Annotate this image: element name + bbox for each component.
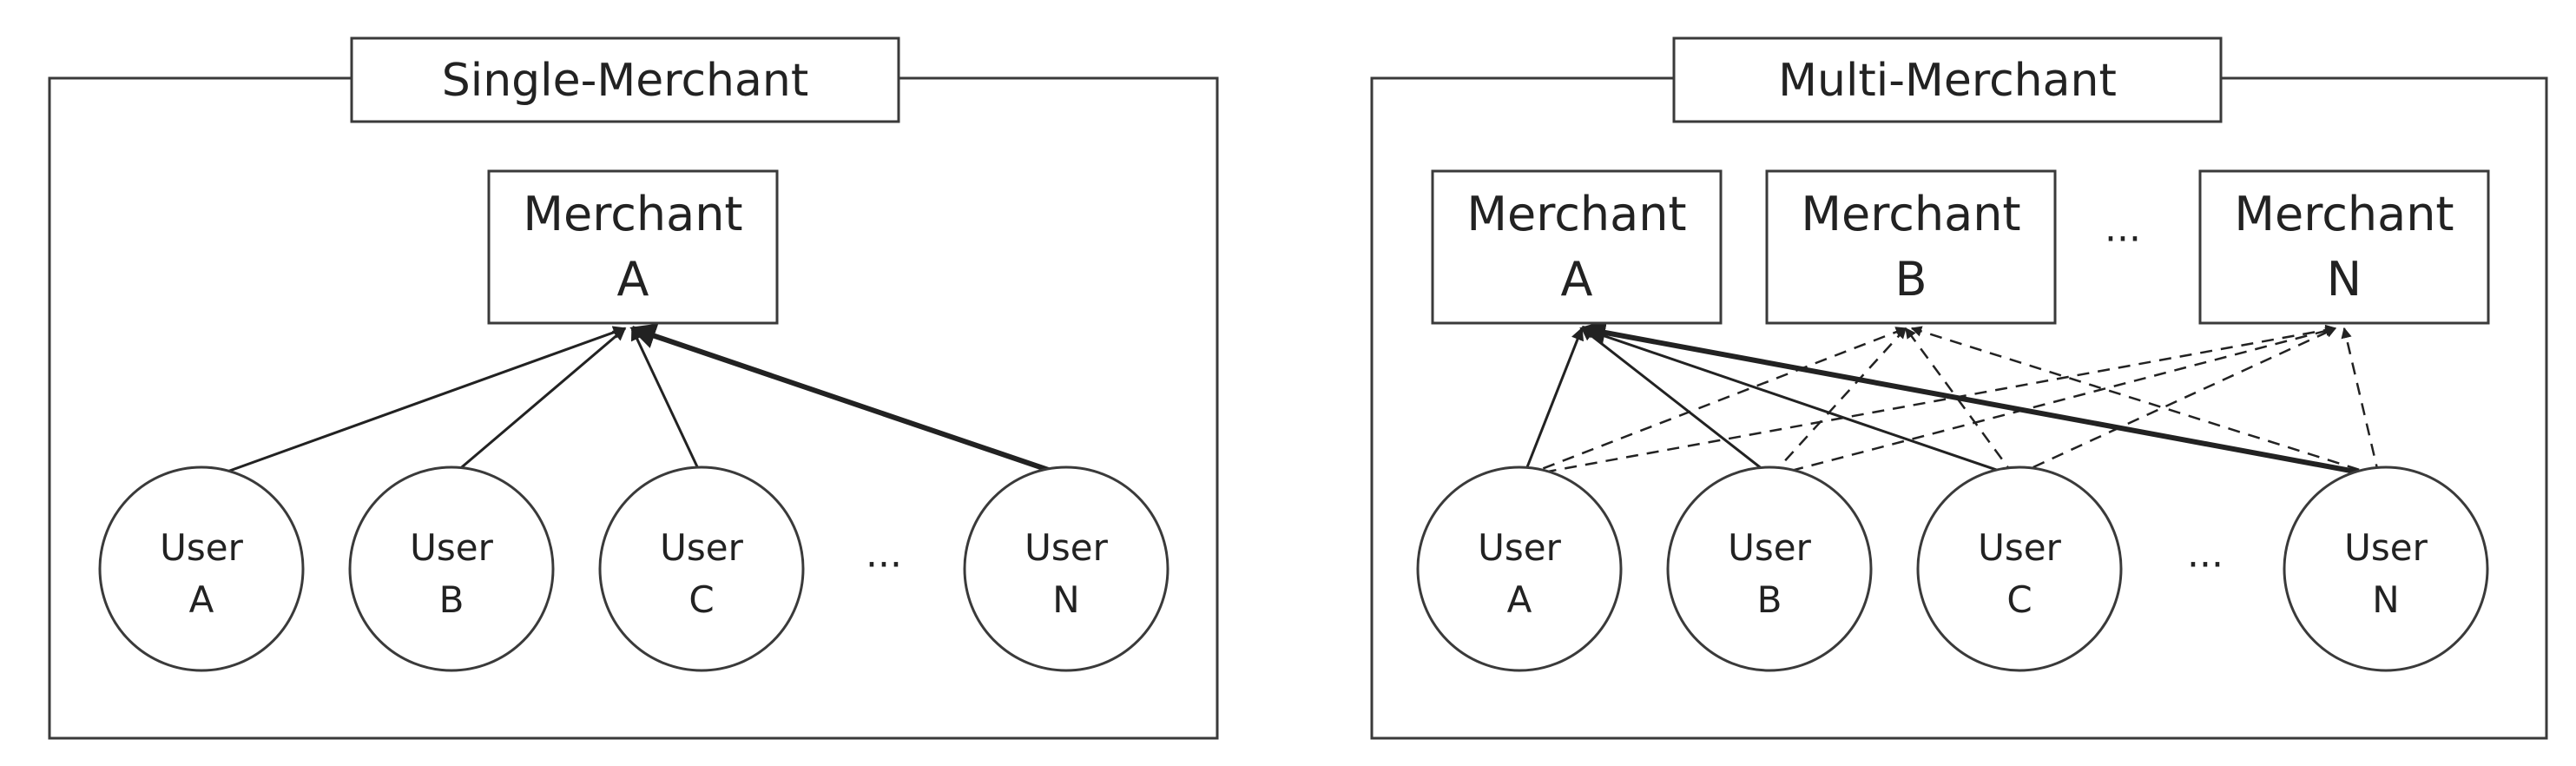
- user-label: User: [160, 526, 243, 569]
- panel-title: Multi-Merchant: [1778, 55, 2117, 107]
- merchant-box: [2198, 169, 2490, 325]
- user-id: B: [439, 578, 464, 621]
- user-label: User: [660, 526, 743, 569]
- user-id: N: [1052, 578, 1079, 621]
- edge-user-n-merchant-a: [1579, 320, 2380, 479]
- panel-title-box: [350, 36, 900, 123]
- user-id: A: [1507, 578, 1532, 621]
- user-node-n: User N: [2283, 466, 2489, 672]
- merchant-id: A: [1561, 252, 1593, 307]
- user-id: N: [2372, 578, 2399, 621]
- single-merchant-panel: Single-Merchant Merchant A User A User B: [48, 36, 1219, 740]
- edge-user-b-merchant-a: [1580, 327, 1772, 478]
- merchant-box: [1765, 169, 2057, 325]
- merchant-node-a: Merchant A: [1431, 169, 1723, 325]
- edge-user-b-merchant-a: [451, 327, 627, 478]
- merchant-box: [487, 169, 779, 325]
- merchant-id: B: [1894, 252, 1927, 307]
- merchant-node-n: Merchant N: [2198, 169, 2490, 325]
- merchant-label: Merchant: [1466, 187, 1686, 241]
- user-label: User: [410, 526, 493, 569]
- panel-title: Single-Merchant: [442, 55, 808, 107]
- user-circle: [98, 466, 305, 672]
- panel-title-box: [1672, 36, 2223, 123]
- user-circle: [2283, 466, 2489, 672]
- user-id: C: [2006, 578, 2032, 621]
- multi-merchant-panel: Multi-Merchant Merchant A: [1370, 36, 2548, 740]
- connections: [214, 323, 1067, 479]
- edge-user-a-merchant-b: [1523, 327, 1907, 478]
- edge-user-c-merchant-b: [1904, 327, 2016, 477]
- edge-user-b-merchant-b: [1770, 327, 1907, 477]
- user-label: User: [2344, 526, 2428, 569]
- edge-user-a-merchant-a: [1522, 327, 1584, 477]
- user-circle: [348, 466, 555, 672]
- user-node-a: User A: [1416, 466, 1623, 672]
- user-circle: [598, 466, 805, 672]
- user-ellipsis: ···: [2187, 543, 2224, 587]
- user-node-c: User C: [1916, 466, 2123, 672]
- user-id: C: [688, 578, 714, 621]
- user-label: User: [1728, 526, 1811, 569]
- user-node-b: User B: [348, 466, 555, 672]
- merchant-label: Merchant: [523, 187, 742, 241]
- user-label: User: [1978, 526, 2061, 569]
- merchant-label: Merchant: [1801, 187, 2020, 241]
- user-id: A: [189, 578, 214, 621]
- user-ellipsis: ···: [866, 543, 902, 587]
- edge-user-a-merchant-a: [214, 326, 627, 478]
- merchant-node-b: Merchant B: [1765, 169, 2057, 325]
- merchant-box: [1431, 169, 1723, 325]
- connections: [1522, 320, 2381, 479]
- user-id: B: [1757, 578, 1782, 621]
- merchant-id: A: [617, 252, 649, 307]
- merchant-id: N: [2327, 252, 2362, 307]
- user-label: User: [1478, 526, 1561, 569]
- edge-user-c-merchant-n: [2013, 327, 2337, 478]
- user-node-c: User C: [598, 466, 805, 672]
- user-circle: [1416, 466, 1623, 672]
- user-circle: [963, 466, 1169, 672]
- user-circle: [1666, 466, 1873, 672]
- edge-user-c-merchant-a: [630, 327, 703, 477]
- edge-user-n-merchant-a: [629, 323, 1067, 479]
- edge-user-c-merchant-a: [1580, 326, 2015, 478]
- user-circle: [1916, 466, 2123, 672]
- edge-user-b-merchant-n: [1770, 325, 2337, 478]
- user-label: User: [1024, 526, 1108, 569]
- merchant-node-a: Merchant A: [487, 169, 779, 325]
- merchant-ellipsis: ···: [2105, 217, 2141, 261]
- merchant-label: Merchant: [2234, 187, 2454, 241]
- user-node-a: User A: [98, 466, 305, 672]
- user-node-n: User N: [963, 466, 1169, 672]
- user-node-b: User B: [1666, 466, 1873, 672]
- edge-user-n-merchant-n: [2341, 327, 2381, 477]
